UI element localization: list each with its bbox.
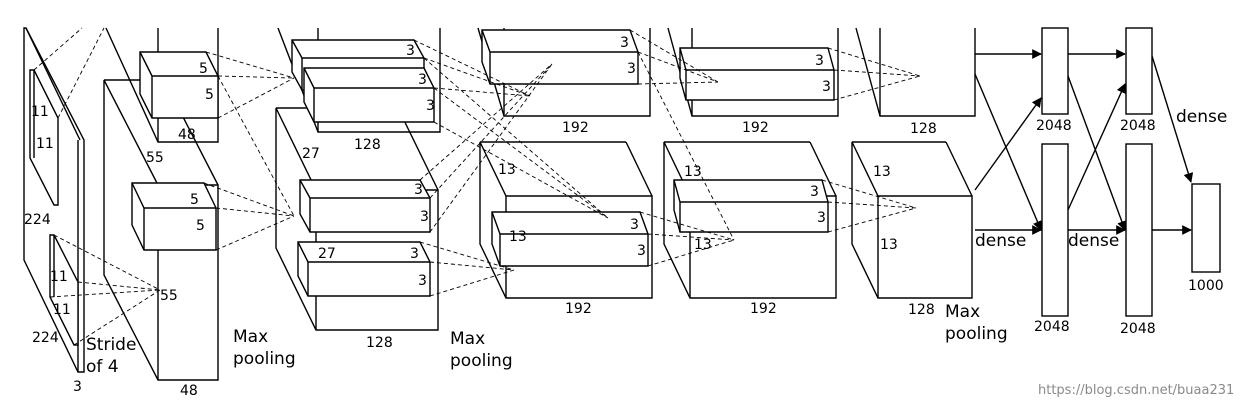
conv1-depth-label: 48 (180, 383, 198, 399)
max-pooling-1-line1: Max (233, 327, 268, 347)
dense-label-1: dense (975, 231, 1026, 251)
conv2-kernel-lower-a1: 3 (414, 182, 423, 198)
fc7-layer (1125, 27, 1153, 317)
conv1-layer (103, 27, 219, 381)
fc7-units-upper-label: 2048 (1120, 118, 1156, 134)
conv2-kernel-lower-a2: 3 (420, 209, 429, 225)
conv4-layer (663, 27, 839, 299)
max-pooling-3-line2: pooling (945, 324, 1008, 344)
conv2-size-label: 27 (302, 146, 320, 162)
fc6-units-upper-label: 2048 (1036, 118, 1072, 134)
input-depth-label: 3 (73, 379, 82, 395)
dense-connections (974, 49, 1194, 235)
conv2-kernel-lower-b2: 3 (418, 273, 427, 289)
conv2-size-lower-label: 27 (318, 246, 336, 262)
input-kernel-lower-a: 11 (50, 269, 68, 285)
dense-label-2: dense (1068, 231, 1119, 251)
conv1-size-label: 55 (146, 150, 164, 166)
conv2-kernel-upper-a: 3 (406, 43, 415, 59)
conv3-depth-upper-label: 192 (562, 120, 589, 136)
max-pooling-2-line1: Max (450, 329, 485, 349)
input-kernel-upper-b: 11 (36, 136, 54, 152)
conv3-depth-label: 192 (565, 301, 592, 317)
conv2-kernel-lower-b1: 3 (410, 246, 419, 262)
conv1-kernel-upper-a: 5 (199, 61, 208, 77)
conv3-kernel-upper-b: 3 (627, 61, 636, 77)
conv4-size-in-label: 13 (694, 237, 712, 253)
conv5-depth-upper-label: 128 (910, 121, 937, 137)
conv2-depth-label: 128 (366, 335, 393, 351)
dense-label-3: dense (1176, 107, 1227, 127)
stride-label-line2: of 4 (86, 357, 119, 377)
conv5-depth-label: 128 (908, 302, 935, 318)
output-layer (1191, 183, 1221, 273)
conv4-kernel-upper-a: 3 (815, 53, 824, 69)
conv3-layer (477, 27, 653, 299)
conv2-depth-upper-label: 128 (354, 137, 381, 153)
watermark-url: https://blog.csdn.net/buaa231 (1038, 383, 1234, 398)
conv3-size-in-label: 13 (509, 229, 527, 245)
fc7-units-lower-label: 2048 (1120, 321, 1156, 337)
conv1-kernel-lower-b: 5 (196, 218, 205, 234)
max-pooling-2-line2: pooling (450, 351, 513, 371)
conv2-layer (275, 27, 441, 331)
conv4-kernel-lower-a: 3 (810, 184, 819, 200)
max-pooling-1-line2: pooling (233, 349, 296, 369)
input-layer (23, 27, 85, 373)
conv4-kernel-lower-b: 3 (817, 210, 826, 226)
conv4-size-label: 13 (684, 164, 702, 180)
conv5-layer (851, 27, 976, 299)
receptive-field-lines (33, 27, 921, 346)
conv2-kernel-upper-b2: 3 (426, 98, 435, 114)
conv4-depth-upper-label: 192 (742, 120, 769, 136)
input-kernel-upper-a: 11 (31, 104, 49, 120)
conv3-size-label: 13 (498, 162, 516, 178)
conv3-kernel-lower-a: 3 (630, 217, 639, 233)
conv1-size-lower-label: 55 (160, 288, 178, 304)
conv1-depth-upper-label: 48 (178, 127, 196, 143)
conv4-depth-label: 192 (750, 301, 777, 317)
conv4-kernel-upper-b: 3 (822, 79, 831, 95)
input-size-lower-label: 224 (32, 330, 59, 346)
input-kernel-lower-b: 11 (53, 302, 71, 318)
fc6-units-lower-label: 2048 (1034, 319, 1070, 335)
output-units-label: 1000 (1188, 278, 1224, 294)
input-size-label: 224 (24, 212, 51, 228)
conv2-kernel-upper-b1: 3 (418, 72, 427, 88)
conv1-kernel-lower-a: 5 (190, 192, 199, 208)
conv3-kernel-upper-a: 3 (620, 35, 629, 51)
conv5-size-in-label: 13 (880, 237, 898, 253)
conv5-size-label: 13 (873, 164, 891, 180)
stride-label-line1: Stride (86, 335, 136, 355)
conv1-kernel-upper-b: 5 (205, 87, 214, 103)
max-pooling-3-line1: Max (945, 302, 980, 322)
fc6-layer (1041, 27, 1069, 317)
conv3-kernel-lower-b: 3 (637, 243, 646, 259)
